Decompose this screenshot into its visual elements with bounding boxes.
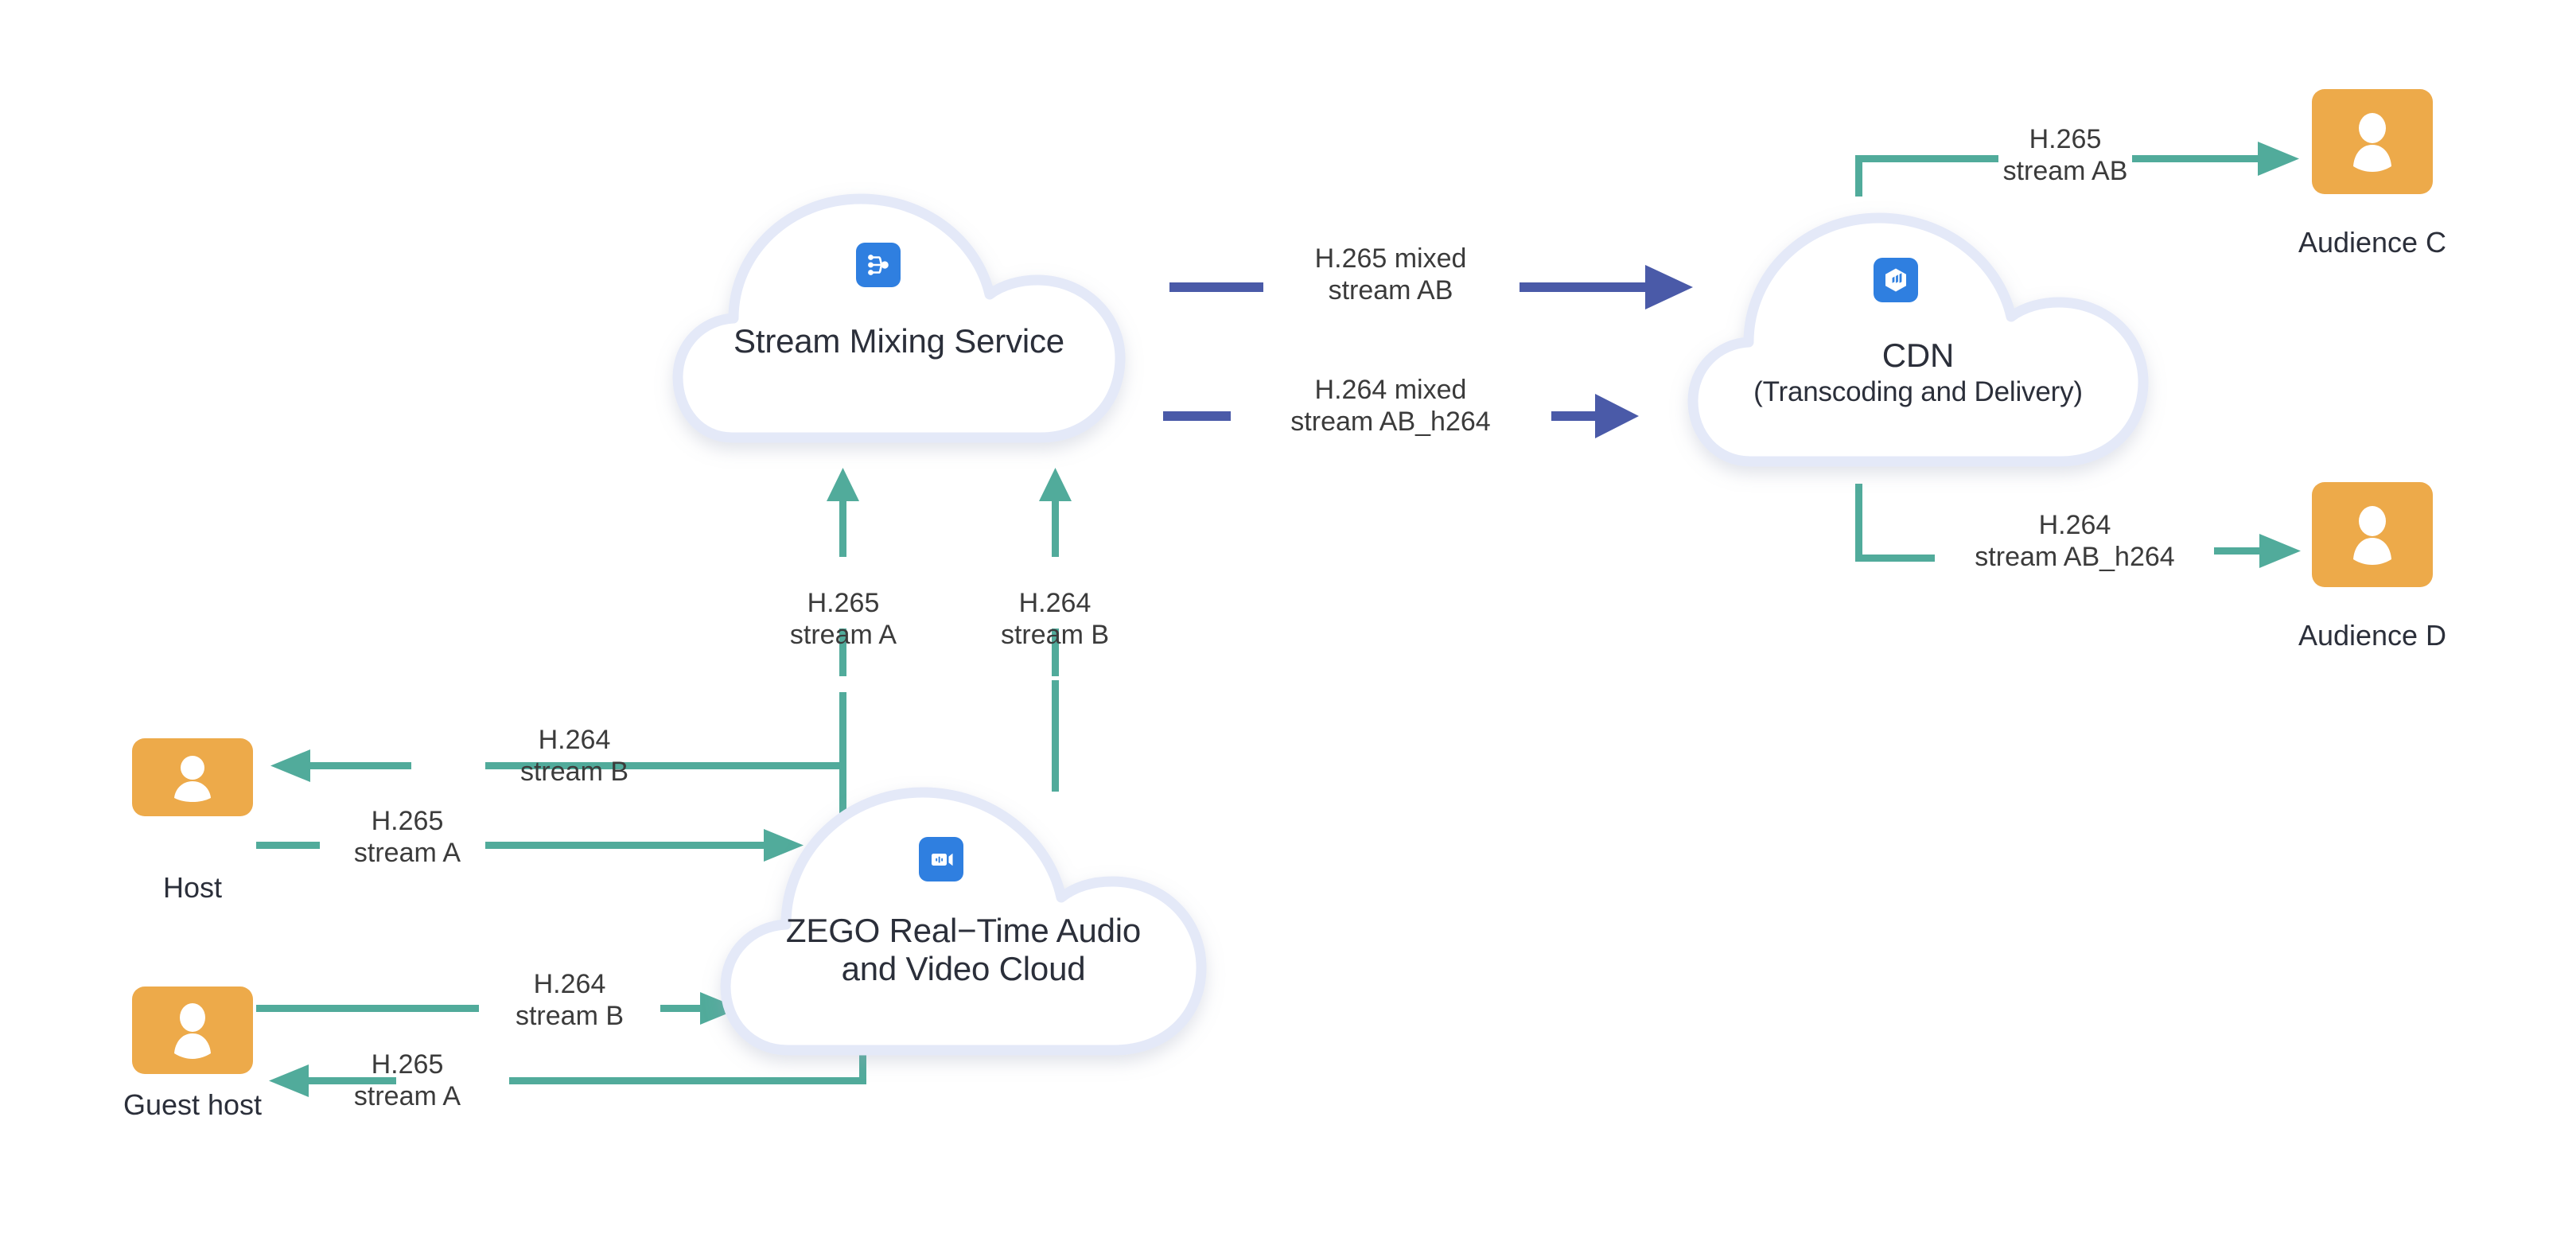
edge-guest-publish xyxy=(256,992,740,1025)
edge-cdn-to-audience-c xyxy=(1855,142,2299,197)
host-label: Host xyxy=(162,871,223,904)
edge-label-cdn-to-d: H.264 stream AB_h264 xyxy=(1975,510,2175,573)
edge-label-mix-out-264: H.264 mixed stream AB_h264 xyxy=(1290,375,1491,438)
stream-mixing-cloud-shape xyxy=(672,193,1126,443)
edge-label-guest-play: H.265 stream A xyxy=(353,1049,461,1112)
audience-d-label: Audience D xyxy=(2298,619,2447,652)
node-cdn[interactable]: CDN (Transcoding and Delivery) xyxy=(1693,218,2143,461)
edge-label-guest-publish: H.264 stream B xyxy=(515,969,625,1032)
cdn-cube-icon xyxy=(1874,258,1918,302)
edge-host-publish xyxy=(256,829,804,862)
node-stream-mixing-service[interactable]: Stream Mixing Service xyxy=(678,199,1120,438)
edge-mix-out-265 xyxy=(1169,265,1693,309)
edge-host-play xyxy=(270,692,846,796)
node-guest-host[interactable] xyxy=(132,987,253,1074)
cdn-label: CDN xyxy=(1881,337,1955,374)
stream-mixing-service-label: Stream Mixing Service xyxy=(733,322,1064,360)
video-camera-icon xyxy=(919,837,963,881)
edge-label-host-play: H.264 stream B xyxy=(519,725,629,788)
edge-label-mix-in-b: H.264 stream B xyxy=(1000,588,1110,651)
edge-label-cdn-to-c: H.265 stream AB xyxy=(2002,124,2128,187)
person-avatar-icon xyxy=(2353,113,2391,172)
edge-label-mix-out-265: H.265 mixed stream AB xyxy=(1314,243,1467,306)
node-zego-rtc-cloud[interactable]: ZEGO Real−Time Audio and Video Cloud xyxy=(726,792,1201,1050)
cdn-sublabel: (Transcoding and Delivery) xyxy=(1753,376,2083,407)
node-audience-d[interactable] xyxy=(2312,482,2433,587)
person-avatar-icon xyxy=(174,756,211,802)
edge-cdn-to-audience-d xyxy=(1855,484,2301,568)
edge-label-mix-in-a: H.265 stream A xyxy=(789,588,897,651)
person-avatar-icon xyxy=(2353,506,2391,565)
node-host[interactable] xyxy=(132,738,253,816)
edge-mix-in-b xyxy=(1039,468,1072,792)
stream-mixing-icon xyxy=(856,243,901,287)
zego-cloud-shape xyxy=(720,787,1207,1056)
node-audience-c[interactable] xyxy=(2312,89,2433,194)
edge-mix-out-264 xyxy=(1163,394,1639,438)
person-avatar-icon xyxy=(174,1003,211,1059)
cdn-cloud-shape xyxy=(1687,212,2149,467)
guest-host-label: Guest host xyxy=(123,1088,263,1121)
audience-c-label: Audience C xyxy=(2298,226,2447,259)
zego-cloud-label: ZEGO Real−Time Audio and Video Cloud xyxy=(785,912,1142,987)
edge-label-host-publish: H.265 stream A xyxy=(353,806,461,869)
